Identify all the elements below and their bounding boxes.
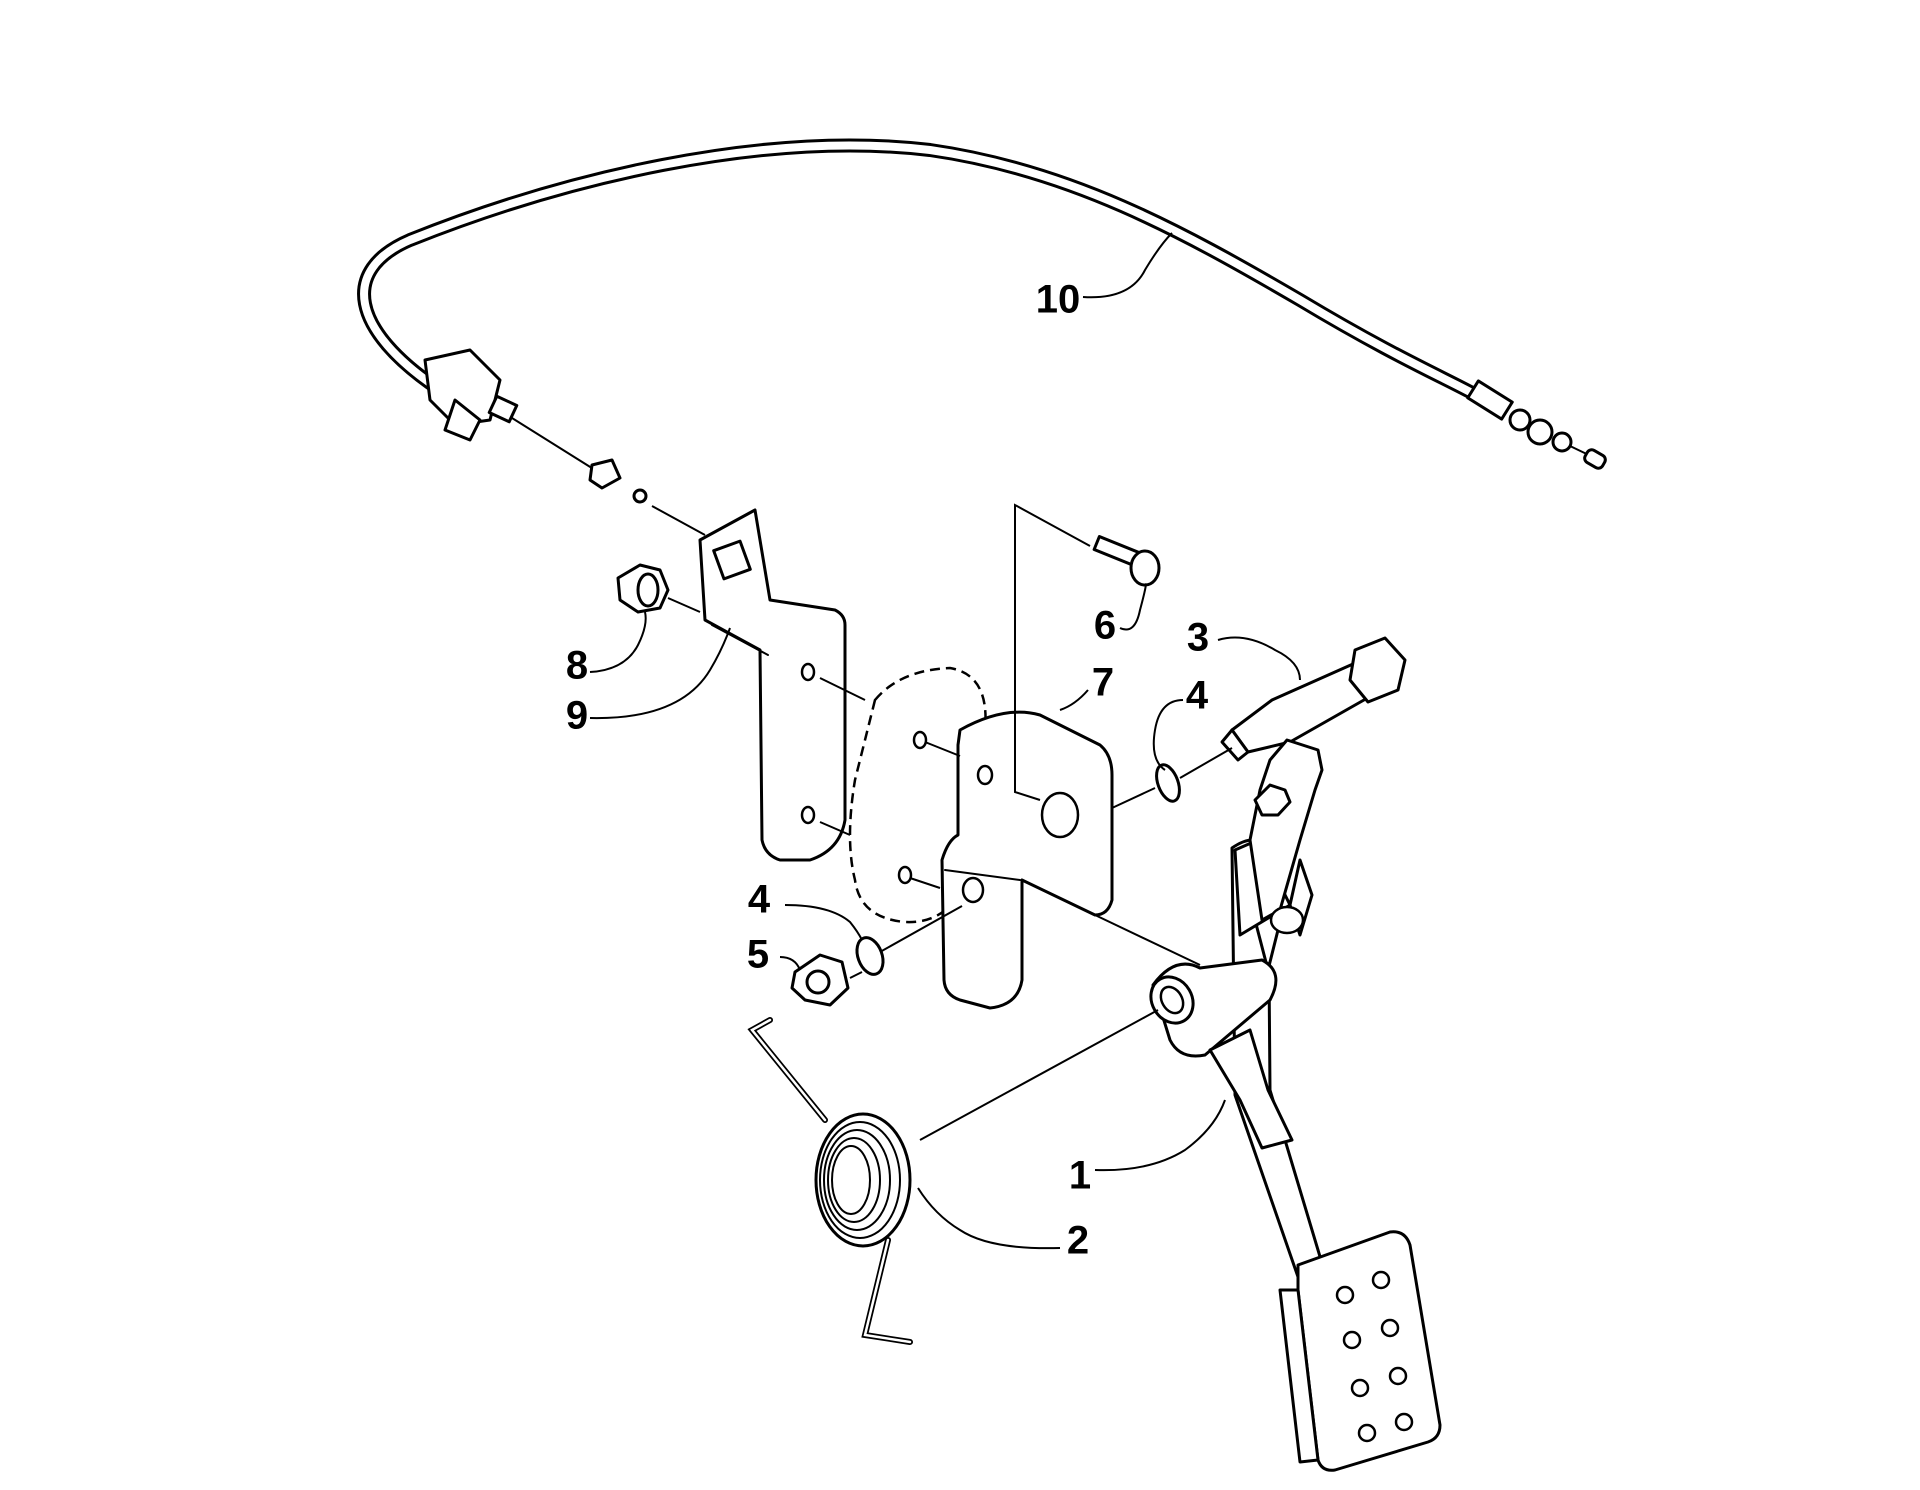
part-10-throttle-cable	[357, 138, 1607, 504]
part-9-cable-bracket	[698, 508, 847, 862]
part-2-return-spring	[747, 1017, 913, 1345]
callout-6: 6	[1094, 604, 1116, 648]
callout-3: 3	[1187, 616, 1209, 660]
part-4-washer-lower	[855, 936, 885, 976]
callout-1: 1	[1069, 1154, 1091, 1198]
callout-4-upper: 4	[1186, 674, 1209, 718]
callout-8: 8	[566, 644, 588, 688]
callout-labels: 10 8 9 6 7 3 4 4 5 1 2	[566, 278, 1209, 1263]
assembly-lines	[651, 503, 1233, 1141]
callout-4-lower: 4	[748, 878, 771, 922]
part-4-washer-upper	[1155, 763, 1181, 803]
part-8-lock-nut	[616, 563, 670, 614]
callout-2: 2	[1067, 1219, 1089, 1263]
part-6-screw	[1092, 535, 1161, 587]
part-5-flange-nut	[790, 953, 850, 1007]
part-3-pivot-bolt	[1220, 636, 1407, 762]
callout-7: 7	[1092, 661, 1114, 705]
callout-9: 9	[566, 694, 588, 738]
part-7-pedal-bracket	[940, 710, 1114, 1010]
part-1-throttle-pedal	[1149, 738, 1442, 1472]
callout-5: 5	[747, 933, 769, 977]
callout-leaders	[589, 232, 1301, 1250]
callout-10: 10	[1036, 278, 1081, 322]
